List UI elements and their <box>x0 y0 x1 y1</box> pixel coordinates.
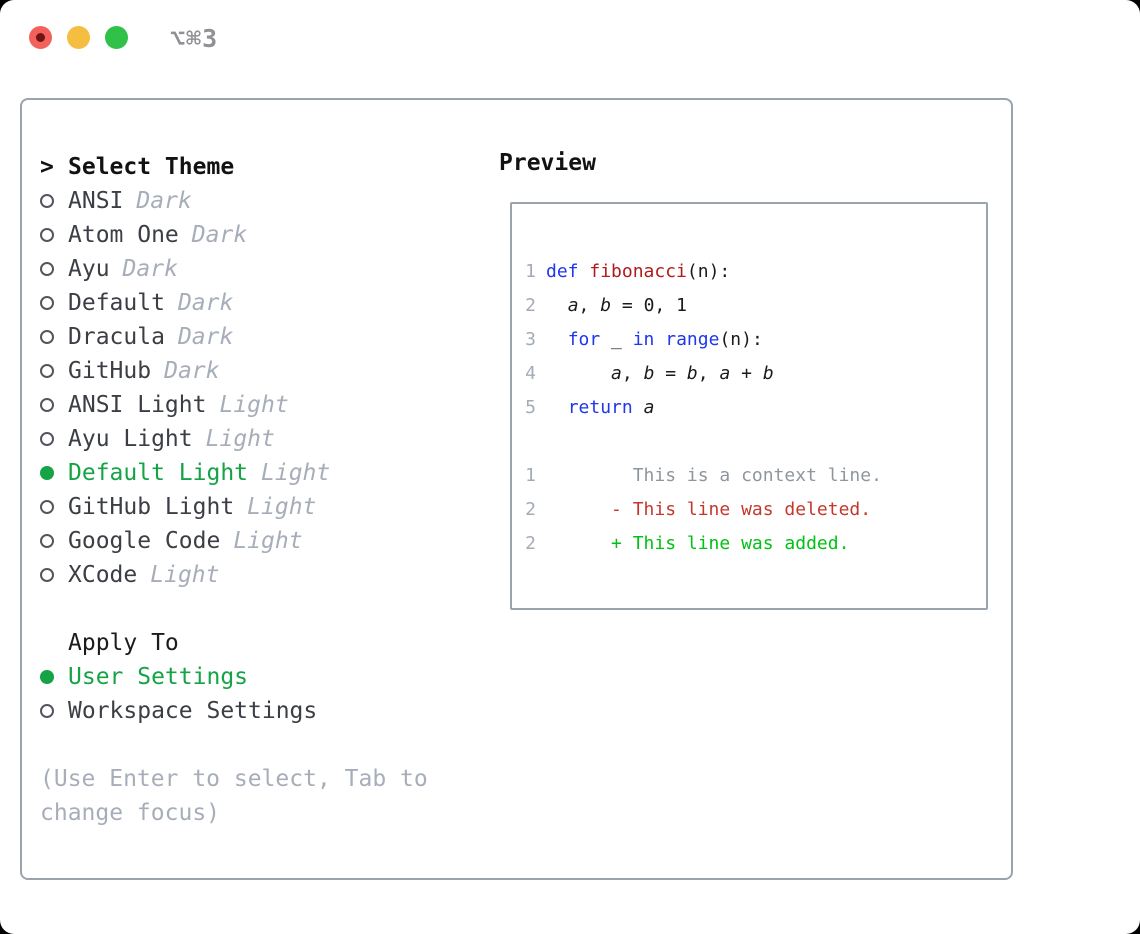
radio-selected-icon <box>40 466 68 480</box>
code-text: - This line was deleted. <box>546 498 872 520</box>
preview-code-line: 1 This is a context line. <box>524 458 986 492</box>
theme-variant-label: Dark <box>136 188 192 214</box>
preview-code-line: 4 a, b = b, a + b <box>524 356 986 390</box>
radio-circle-icon <box>40 194 68 208</box>
line-number: 2 <box>525 498 536 520</box>
theme-variant-label: Dark <box>177 290 234 316</box>
theme-option-label: XCode <box>68 562 138 588</box>
apply-to-header-label: Apply To <box>68 630 179 656</box>
theme-option-ansi[interactable]: ANSI Dark <box>40 184 330 218</box>
titlebar: ⌥⌘3 <box>0 0 1140 64</box>
theme-variant-label: Light <box>205 426 275 452</box>
radio-circle-icon <box>40 432 68 446</box>
theme-option-ayu[interactable]: Ayu Dark <box>40 252 330 286</box>
code-text: a, b = b, a + b <box>611 362 774 384</box>
theme-option-google-code[interactable]: Google Code Light <box>40 524 330 558</box>
theme-option-label: ANSI <box>68 188 124 214</box>
apply-option-user-settings[interactable]: User Settings <box>40 660 317 694</box>
apply-option-label: Workspace Settings <box>68 698 318 724</box>
theme-variant-label: Dark <box>122 256 178 282</box>
theme-variant-label: Light <box>233 528 303 554</box>
radio-circle-icon <box>40 704 68 718</box>
code-text: for _ in range(n): <box>567 328 763 350</box>
traffic-light-zoom-button[interactable] <box>105 26 128 49</box>
radio-circle-icon <box>40 228 68 242</box>
preview-code-line: 3 for _ in range(n): <box>524 322 986 356</box>
preview-code-line <box>524 424 986 458</box>
theme-option-atom-one[interactable]: Atom One Dark <box>40 218 330 252</box>
line-number: 2 <box>525 532 536 554</box>
preview-code-line: 1 def fibonacci(n): <box>524 254 986 288</box>
theme-option-dracula[interactable]: Dracula Dark <box>40 320 330 354</box>
window-shortcut-label: ⌥⌘3 <box>170 24 219 53</box>
radio-selected-icon <box>40 670 68 684</box>
radio-circle-icon <box>40 262 68 276</box>
theme-option-github[interactable]: GitHub Dark <box>40 354 330 388</box>
close-dot-icon <box>36 33 45 42</box>
preview-code-line: 2 - This line was deleted. <box>524 492 986 526</box>
traffic-light-close-button[interactable] <box>29 26 52 49</box>
theme-option-label: Dracula <box>68 324 165 350</box>
theme-option-ayu-light[interactable]: Ayu Light Light <box>40 422 330 456</box>
line-number: 1 <box>525 464 536 486</box>
theme-variant-label: Light <box>150 562 220 588</box>
hint-text: (Use Enter to select, Tab to change focu… <box>40 766 428 826</box>
preview-header: Preview <box>499 150 596 176</box>
code-text: return a <box>567 396 655 418</box>
theme-variant-label: Dark <box>164 358 220 384</box>
theme-option-default[interactable]: Default Dark <box>40 286 330 320</box>
line-number: 2 <box>525 294 536 316</box>
theme-option-label: Ayu <box>68 256 110 282</box>
theme-option-xcode[interactable]: XCode Light <box>40 558 330 592</box>
radio-circle-icon <box>40 500 68 514</box>
apply-option-workspace-settings[interactable]: Workspace Settings <box>40 694 317 728</box>
theme-variant-label: Light <box>219 392 289 418</box>
preview-code-line: 5 return a <box>524 390 986 424</box>
theme-option-label: Default Light <box>68 460 249 486</box>
theme-option-label: Atom One <box>68 222 179 248</box>
theme-option-default-light[interactable]: Default Light Light <box>40 456 330 490</box>
line-number: 3 <box>525 328 536 350</box>
theme-option-github-light[interactable]: GitHub Light Light <box>40 490 330 524</box>
theme-option-label: GitHub Light <box>68 494 235 520</box>
theme-option-label: GitHub <box>68 358 152 384</box>
code-text: a, b = 0, 1 <box>567 294 687 316</box>
theme-option-label: Default <box>68 290 165 316</box>
theme-option-label: Ayu Light <box>68 426 193 452</box>
apply-option-label: User Settings <box>68 664 249 690</box>
radio-circle-icon <box>40 296 68 310</box>
theme-option-label: ANSI Light <box>68 392 207 418</box>
theme-variant-label: Dark <box>191 222 248 248</box>
theme-select-header-label: Select Theme <box>68 154 235 180</box>
code-text: def fibonacci(n): <box>546 260 731 282</box>
theme-variant-label: Light <box>247 494 317 520</box>
theme-option-label: Google Code <box>68 528 221 554</box>
radio-circle-icon <box>40 364 68 378</box>
traffic-light-minimize-button[interactable] <box>67 26 90 49</box>
theme-variant-label: Light <box>261 460 331 486</box>
radio-circle-icon <box>40 568 68 582</box>
theme-select-header: > Select Theme <box>40 150 330 184</box>
prompt-caret-icon: > <box>40 154 54 180</box>
preview-code-line: 2 + This line was added. <box>524 526 986 560</box>
code-text: + This line was added. <box>546 532 850 554</box>
line-number: 4 <box>525 362 536 384</box>
code-text: This is a context line. <box>546 464 882 486</box>
radio-circle-icon <box>40 534 68 548</box>
line-number: 1 <box>525 260 536 282</box>
line-number: 5 <box>525 396 536 418</box>
theme-option-ansi-light[interactable]: ANSI Light Light <box>40 388 330 422</box>
theme-variant-label: Dark <box>177 324 234 350</box>
apply-to-header: Apply To <box>40 626 317 660</box>
preview-code-line: 2 a, b = 0, 1 <box>524 288 986 322</box>
radio-circle-icon <box>40 398 68 412</box>
radio-circle-icon <box>40 330 68 344</box>
